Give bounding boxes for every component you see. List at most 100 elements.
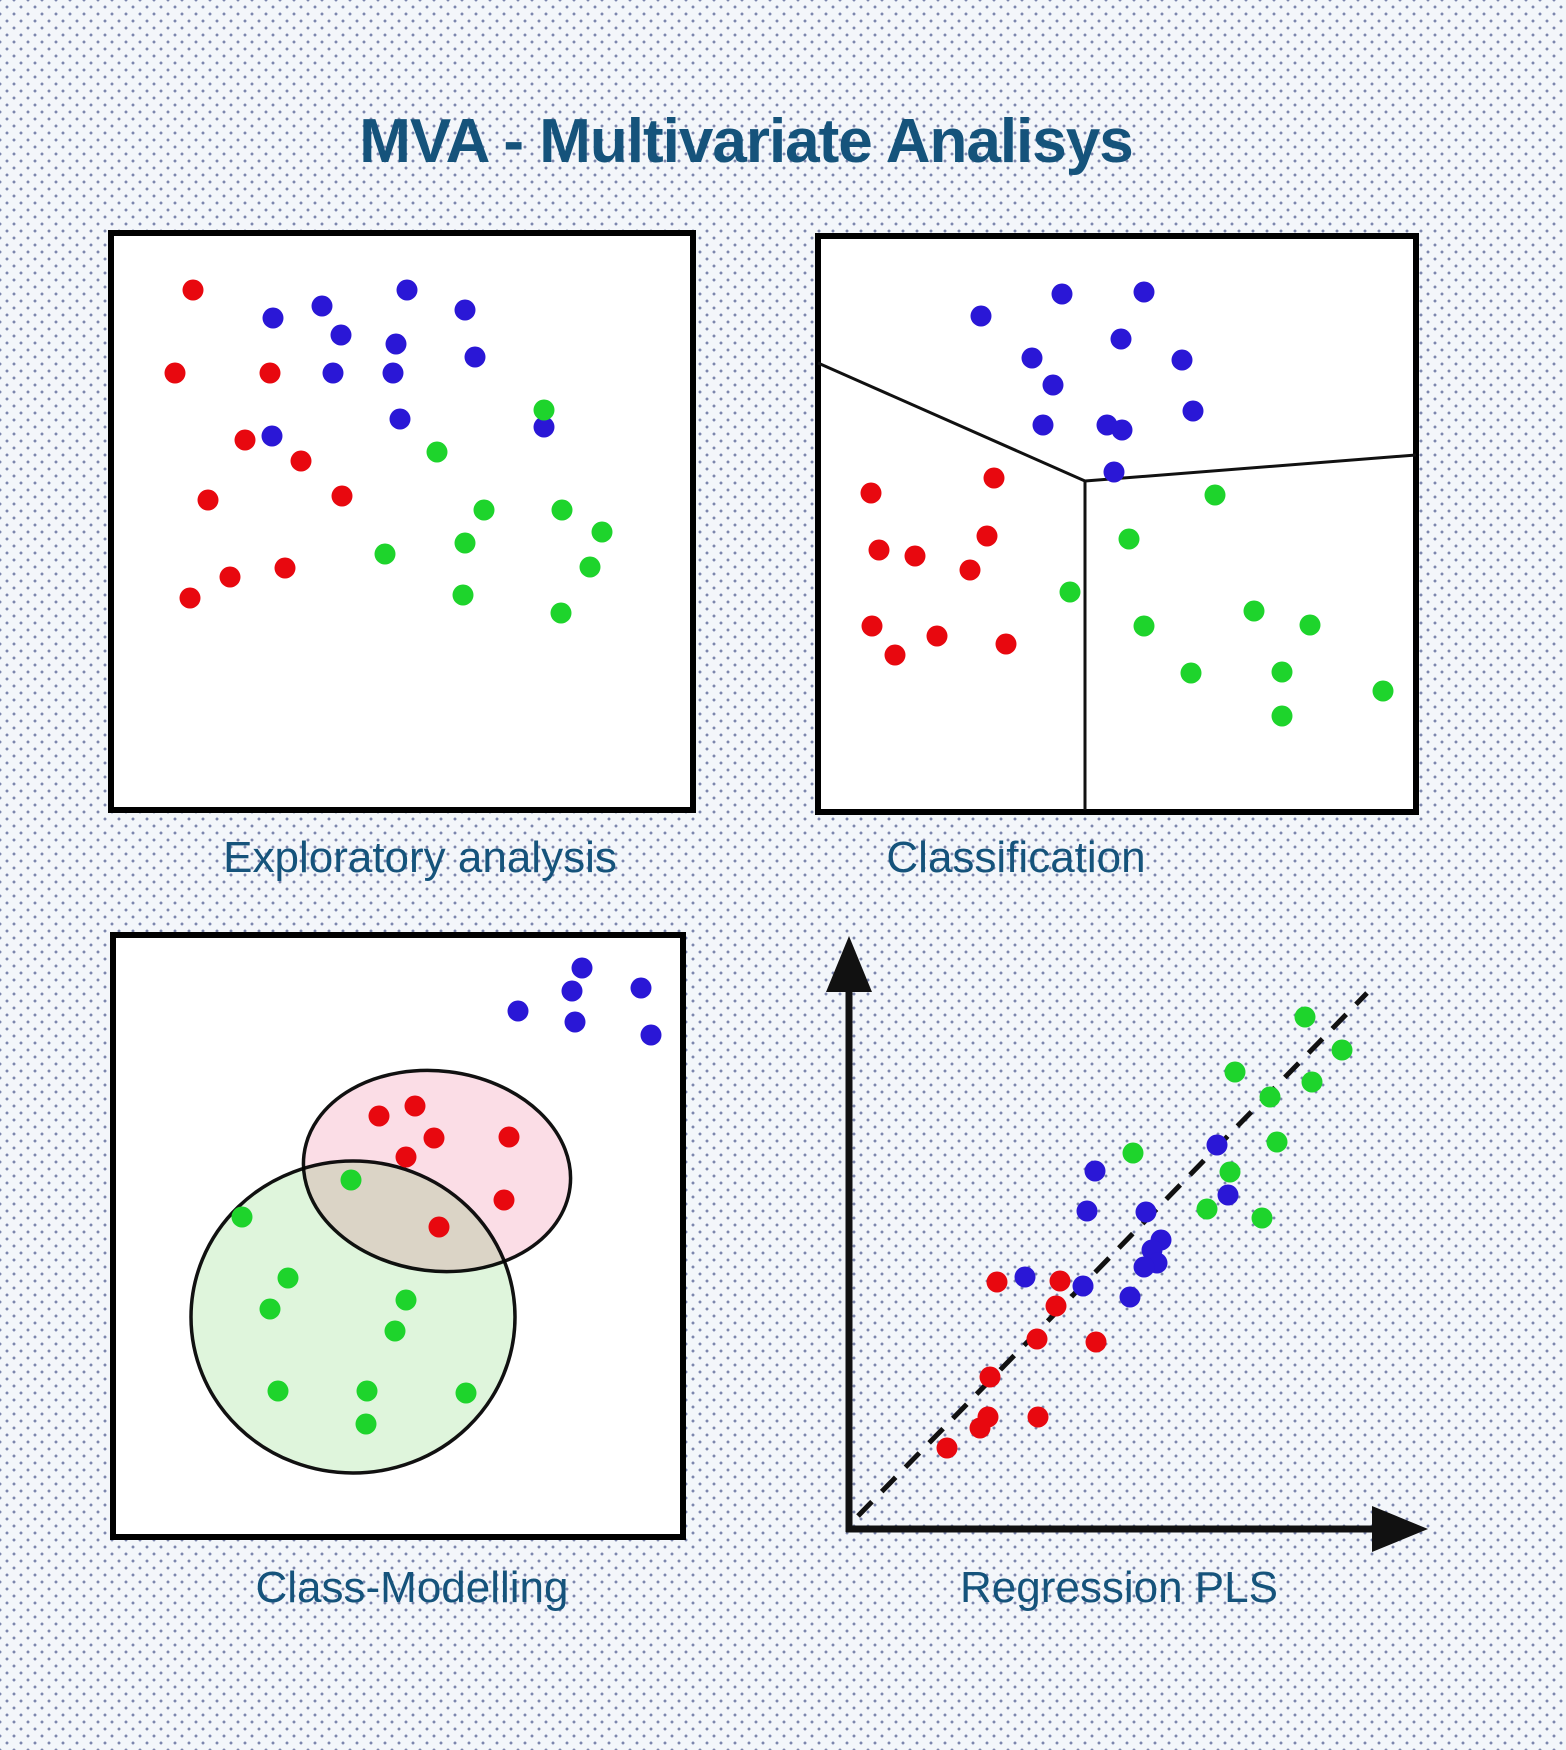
class-green-point <box>1301 1071 1323 1093</box>
caption-regression-pls: Regression PLS <box>960 1563 1278 1612</box>
class-red-point <box>969 1417 991 1439</box>
class-green-point <box>533 399 555 421</box>
class-green-point <box>1204 484 1226 506</box>
class-green-point <box>1180 662 1202 684</box>
exploratory-frame <box>108 230 696 813</box>
class-blue-point <box>1021 347 1043 369</box>
class-blue-point <box>1135 1201 1157 1223</box>
class-red-point <box>179 587 201 609</box>
class-blue-point <box>389 408 411 430</box>
class-green-point <box>277 1267 299 1289</box>
class-blue-point <box>1182 400 1204 422</box>
class-red-point <box>995 633 1017 655</box>
class-blue-point <box>1111 419 1133 441</box>
class-blue-point <box>330 324 352 346</box>
class-green-point <box>1372 680 1394 702</box>
class-red-point <box>976 525 998 547</box>
class-blue-point <box>1103 461 1125 483</box>
class-red-point <box>290 450 312 472</box>
panel-class-modelling <box>110 932 686 1540</box>
class-green-point <box>452 584 474 606</box>
class-green-point <box>340 1169 362 1191</box>
class-blue-point <box>1051 283 1073 305</box>
class-green-point <box>395 1289 417 1311</box>
class-red-point <box>979 1366 1001 1388</box>
class-green-point <box>1331 1039 1353 1061</box>
class-green-point <box>259 1298 281 1320</box>
class-green-point <box>1224 1061 1246 1083</box>
class-green-point <box>1251 1207 1273 1229</box>
class-red-point <box>860 482 882 504</box>
class-green-point <box>1299 614 1321 636</box>
class-green-point <box>356 1380 378 1402</box>
class-red-point <box>404 1095 426 1117</box>
class-blue-point <box>1014 1266 1036 1288</box>
caption-classification: Classification <box>886 833 1146 882</box>
class-red-point <box>428 1216 450 1238</box>
page-title: MVA - Multivariate Analisys <box>359 106 1133 176</box>
class-green-point <box>551 499 573 521</box>
class-blue-point <box>396 279 418 301</box>
class-red-point <box>936 1437 958 1459</box>
class-green-point <box>267 1380 289 1402</box>
classification-frame <box>815 233 1419 815</box>
class-blue-point <box>970 305 992 327</box>
class-red-point <box>926 625 948 647</box>
class-green-point <box>231 1206 253 1228</box>
panel-exploratory <box>108 230 696 813</box>
class-red-point <box>182 279 204 301</box>
class-red-point <box>234 429 256 451</box>
class-blue-point <box>630 977 652 999</box>
caption-exploratory-analysis: Exploratory analysis <box>223 833 617 882</box>
class-red-point <box>331 485 353 507</box>
class-blue-point <box>1084 1160 1106 1182</box>
classification-boundary-0 <box>817 361 1086 483</box>
class-blue-point <box>1133 281 1155 303</box>
class-blue-point <box>322 362 344 384</box>
class-blue-point <box>1042 374 1064 396</box>
class-red-point <box>983 467 1005 489</box>
class-green-point <box>1243 600 1265 622</box>
class-red-point <box>1045 1295 1067 1317</box>
class-green-point <box>1133 615 1155 637</box>
class-green-point <box>550 602 572 624</box>
class-green-point <box>355 1413 377 1435</box>
class-blue-point <box>533 416 555 438</box>
y-axis-arrowhead <box>826 936 872 992</box>
class-blue-point <box>571 957 593 979</box>
class-green-point <box>455 1382 477 1404</box>
class-green-point <box>1059 581 1081 603</box>
class-green-point <box>454 532 476 554</box>
class-blue-point <box>564 1011 586 1033</box>
class-green-point <box>1118 528 1140 550</box>
trend-dashed-line <box>856 991 1369 1518</box>
class-blue-point <box>1110 328 1132 350</box>
class-blue-point <box>262 307 284 329</box>
class-blue-point <box>1206 1134 1228 1156</box>
class-blue-point <box>1072 1275 1094 1297</box>
class-green-point <box>579 556 601 578</box>
class-red-point <box>1026 1328 1048 1350</box>
class-red-point <box>1049 1270 1071 1292</box>
class-blue-point <box>640 1024 662 1046</box>
class-red-point <box>164 362 186 384</box>
x-axis-arrowhead <box>1372 1506 1428 1552</box>
class-green-point <box>374 543 396 565</box>
class-red-point <box>219 566 241 588</box>
class-green-point <box>1271 705 1293 727</box>
class-green-point <box>1259 1086 1281 1108</box>
class-blue-point <box>311 295 333 317</box>
class-red-point <box>986 1271 1008 1293</box>
class-blue-point <box>507 1000 529 1022</box>
class-blue-point <box>1217 1184 1239 1206</box>
class-green-point <box>1271 661 1293 683</box>
class-red-point <box>423 1127 445 1149</box>
class-blue-point <box>1076 1200 1098 1222</box>
class-red-point <box>861 615 883 637</box>
class-blue-point <box>561 980 583 1002</box>
class-blue-point <box>385 333 407 355</box>
class-green-point <box>1266 1131 1288 1153</box>
panel-classification <box>815 233 1419 815</box>
